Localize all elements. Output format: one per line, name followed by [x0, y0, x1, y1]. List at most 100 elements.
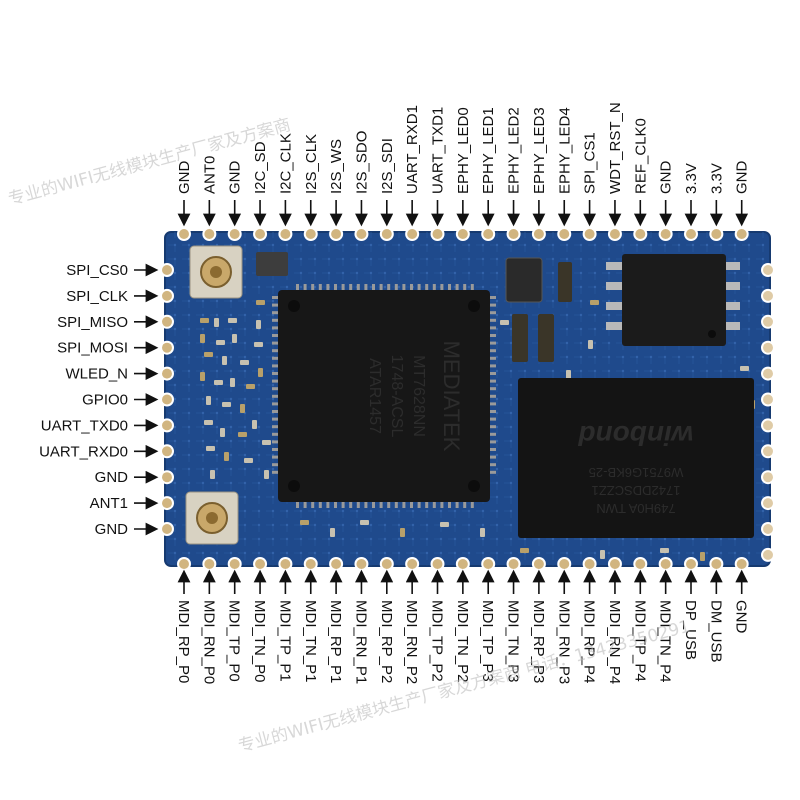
castellated-pad-metal	[356, 559, 367, 569]
left-pin: GND	[95, 469, 159, 486]
ram-marking-part: W9751G6KB-25	[589, 465, 684, 480]
soc-lead	[488, 463, 496, 467]
castellated-pad-metal	[331, 229, 342, 239]
bottom-pin-label: MDI_TN_P2	[454, 600, 471, 683]
soc-lead	[488, 440, 496, 444]
left-pin-label: SPI_CS0	[66, 262, 128, 279]
top-pin: UART_RXD1	[404, 105, 421, 227]
soc-lead	[470, 284, 474, 292]
bottom-pin: MDI_RP_P1	[327, 569, 344, 683]
top-pin-label: SPI_CS1	[582, 132, 599, 194]
inductor	[256, 252, 288, 276]
soc-lead	[488, 470, 496, 474]
soc-lead	[272, 470, 280, 474]
castellated-pad-metal	[356, 229, 367, 239]
smd-part	[246, 384, 255, 389]
castellated-pad-metal	[508, 559, 519, 569]
bottom-pin-label: MDI_TP_P3	[479, 600, 496, 682]
soc-lead	[463, 500, 467, 508]
castellated-pad-metal	[686, 229, 696, 239]
soc-lead	[379, 284, 383, 292]
smd-part	[220, 428, 225, 437]
smd-part	[440, 522, 449, 527]
top-pin: EPHY_LED2	[506, 107, 523, 227]
watermark-top: 专业的WIFI无线模块生产厂家及方案商	[6, 115, 293, 210]
soc-lead	[272, 372, 280, 375]
soc-chip: MEDIATEK MT7628NN 1748-ACSL ATAR1457	[272, 284, 496, 508]
top-pin-label: 3.3V	[708, 163, 725, 194]
soc-lead	[488, 387, 496, 391]
castellated-pad-metal	[381, 229, 392, 239]
castellated-pad-metal	[483, 559, 494, 569]
smd-part	[264, 470, 269, 479]
smd-part	[588, 340, 593, 349]
top-pin-label: I2C_SD	[252, 141, 269, 194]
smd-part	[520, 548, 529, 553]
soc-lead	[272, 379, 280, 383]
castellated-pad-metal	[686, 559, 696, 569]
bottom-pin: MDI_TP_P2	[429, 569, 446, 682]
smd-part	[232, 334, 237, 343]
castellated-pad-metal	[162, 446, 172, 457]
bottom-pin: MDI_TN_P1	[302, 569, 319, 683]
soc-lead	[364, 500, 368, 508]
soc-lead	[272, 394, 280, 398]
castellated-pad-metal	[305, 229, 316, 239]
smd-part	[200, 372, 205, 381]
smd-part	[224, 452, 229, 461]
castellated-pad-metal	[533, 559, 544, 569]
pcb-board: MEDIATEK MT7628NN 1748-ACSL ATAR1457 749…	[160, 227, 775, 571]
soc-lead	[326, 284, 330, 292]
bottom-pin: MDI_TP_P3	[479, 569, 496, 682]
soc-lead	[488, 410, 496, 413]
top-pin: 3.3V	[708, 163, 725, 227]
left-pin: SPI_MISO	[57, 314, 159, 331]
castellated-pad-metal	[763, 316, 773, 327]
soc-lead	[349, 500, 353, 508]
top-pin: 3.3V	[683, 163, 700, 227]
castellated-pad-metal	[432, 559, 443, 569]
soc-marking-part: MT7628NN	[410, 355, 427, 437]
smd-part	[330, 528, 335, 537]
soc-lead	[341, 284, 345, 292]
castellated-pad-metal	[179, 229, 189, 239]
castellated-pad-metal	[508, 229, 519, 239]
left-pin: UART_TXD0	[41, 417, 159, 434]
top-pin: I2C_SD	[252, 141, 269, 227]
soc-lead	[272, 387, 280, 391]
castellated-pad-metal	[162, 342, 172, 353]
bottom-pin-label: GND	[733, 600, 750, 634]
crystal	[505, 257, 543, 303]
smd-part	[222, 356, 227, 365]
top-pin: ANT0	[201, 156, 218, 227]
bottom-pin-label: MDI_RN_P0	[200, 600, 217, 684]
castellated-pad-metal	[162, 368, 172, 379]
soc-lead	[272, 296, 280, 299]
castellated-pad-metal	[763, 498, 773, 509]
soc-lead	[311, 500, 315, 508]
top-pin-label: EPHY_LED1	[480, 107, 497, 194]
smd-part	[230, 378, 235, 387]
castellated-pad-metal	[736, 229, 747, 239]
ant1-connector	[185, 491, 239, 545]
soc-lead	[272, 356, 280, 360]
bottom-pin: MDI_RN_P2	[403, 569, 420, 684]
top-pin: I2S_CLK	[303, 134, 320, 227]
castellated-pad-metal	[280, 229, 291, 239]
top-pin-label: EPHY_LED3	[531, 107, 548, 194]
castellated-pad-metal	[162, 265, 172, 275]
ram-chip: 749H0A TWN 1742DDSCZZ1 W9751G6KB-25 winb…	[518, 378, 754, 538]
castellated-pad-metal	[381, 559, 392, 569]
top-pin-label: I2S_WS	[328, 139, 345, 194]
ram-marking-date: 1742DDSCZZ1	[592, 483, 681, 498]
soc-lead	[303, 500, 307, 508]
smd-part	[206, 396, 211, 405]
top-pin: GND	[176, 161, 193, 227]
top-pin-label: ANT0	[201, 156, 218, 194]
soc-lead	[488, 356, 496, 360]
smd-part	[300, 520, 309, 525]
top-pin: GND	[658, 161, 675, 227]
castellated-pad-metal	[432, 229, 443, 239]
